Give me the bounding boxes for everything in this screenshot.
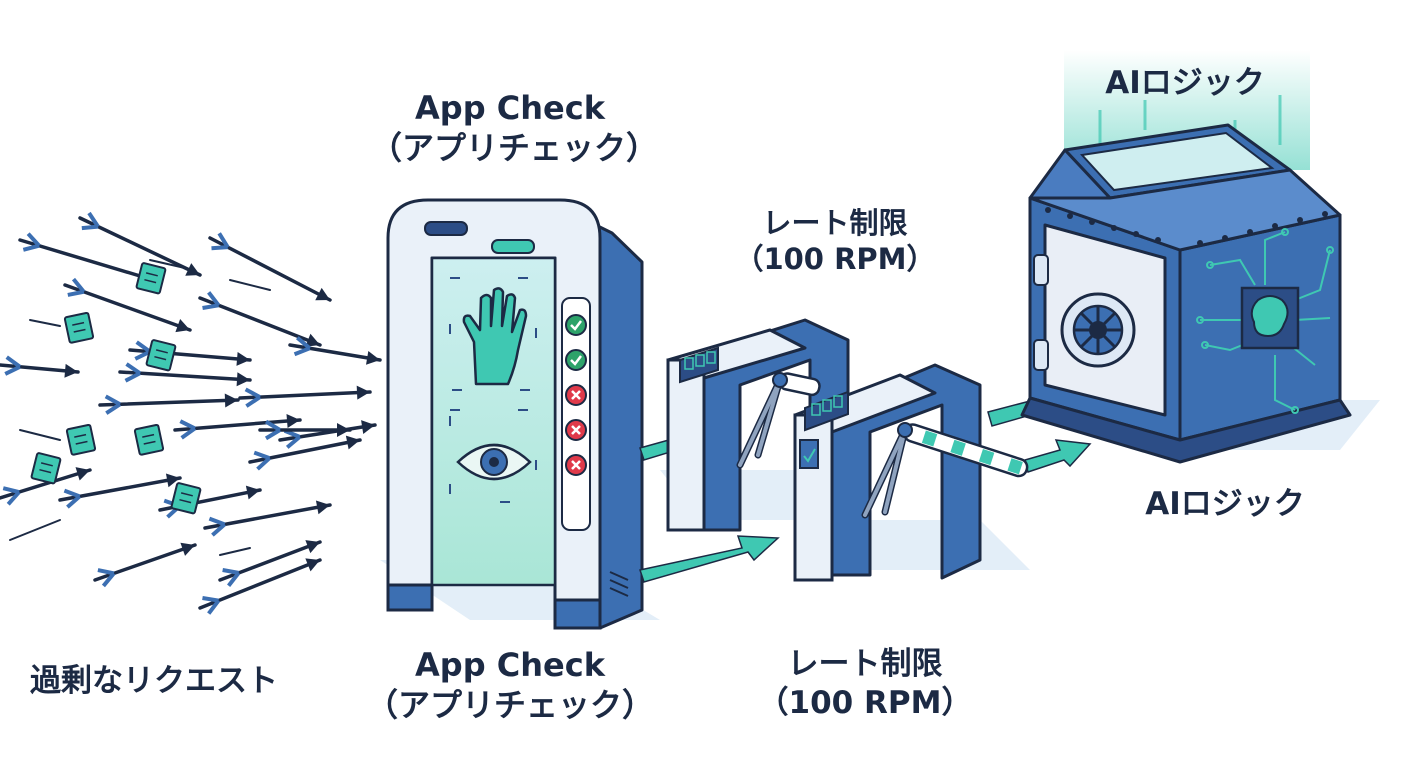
request-arrow — [98, 393, 240, 415]
request-arrow — [248, 435, 362, 471]
rate-limit-label: レート制限 — [762, 206, 908, 240]
document-icon — [65, 423, 97, 456]
barrier-arm — [903, 423, 1029, 478]
request-arrow — [258, 419, 352, 441]
ai-vault — [1020, 50, 1352, 464]
app-check-label: App Check — [415, 89, 605, 127]
check-pass-icon — [565, 314, 587, 336]
check-fail-icon — [565, 454, 587, 476]
ai-logic-title-top: AIロジック — [1105, 65, 1265, 101]
document-icon — [170, 482, 202, 515]
speed-line — [229, 279, 271, 291]
app-check-sublabel: （アプリチェック） — [370, 129, 659, 167]
check-pass-icon — [565, 349, 587, 371]
request-arrow — [78, 211, 202, 277]
request-arrow — [93, 542, 197, 588]
speed-line — [149, 259, 186, 269]
rate-limit-title-top: レート制限 （100 RPM） — [715, 205, 955, 278]
rate-limit-title-bottom: レート制限 （100 RPM） — [757, 646, 973, 721]
requests-title: 過剰なリクエスト — [30, 663, 278, 699]
document-icon — [133, 423, 165, 456]
speed-line — [19, 429, 61, 441]
hand-scan-icon — [449, 277, 537, 391]
request-arrow — [218, 540, 322, 587]
speed-line — [9, 519, 61, 541]
request-arrow — [173, 414, 302, 440]
request-arrow — [208, 232, 332, 302]
eye-scan-icon — [449, 409, 537, 503]
app-check-title-bottom: App Check （アプリチェック） — [365, 646, 654, 724]
request-arrow — [203, 500, 332, 537]
request-arrow — [288, 336, 382, 365]
ai-logic-title-right: AIロジック — [1145, 486, 1305, 522]
document-icon — [135, 262, 167, 295]
check-fail-icon — [565, 384, 587, 406]
request-arrow — [118, 362, 252, 387]
speed-line — [219, 547, 251, 556]
app-check-gate — [386, 198, 644, 630]
turnstile-2 — [793, 363, 1029, 582]
status-indicators — [565, 314, 587, 476]
request-arrow — [0, 355, 80, 378]
request-arrow — [198, 558, 322, 615]
rate-limit-sublabel: （100 RPM） — [734, 242, 936, 277]
document-icon — [145, 339, 177, 372]
request-arrow — [0, 467, 92, 506]
request-arrow — [198, 291, 322, 347]
check-fail-icon — [565, 419, 587, 441]
document-icon — [63, 311, 95, 344]
vault-dial — [1060, 292, 1136, 368]
document-icon — [30, 452, 62, 485]
app-check-title-top: App Check （アプリチェック） — [370, 88, 659, 168]
request-arrow — [58, 473, 182, 509]
request-arrow — [238, 385, 372, 408]
speed-line — [29, 319, 61, 327]
request-arrow — [278, 420, 377, 449]
request-arrow — [63, 277, 192, 333]
request-arrows — [0, 211, 382, 615]
